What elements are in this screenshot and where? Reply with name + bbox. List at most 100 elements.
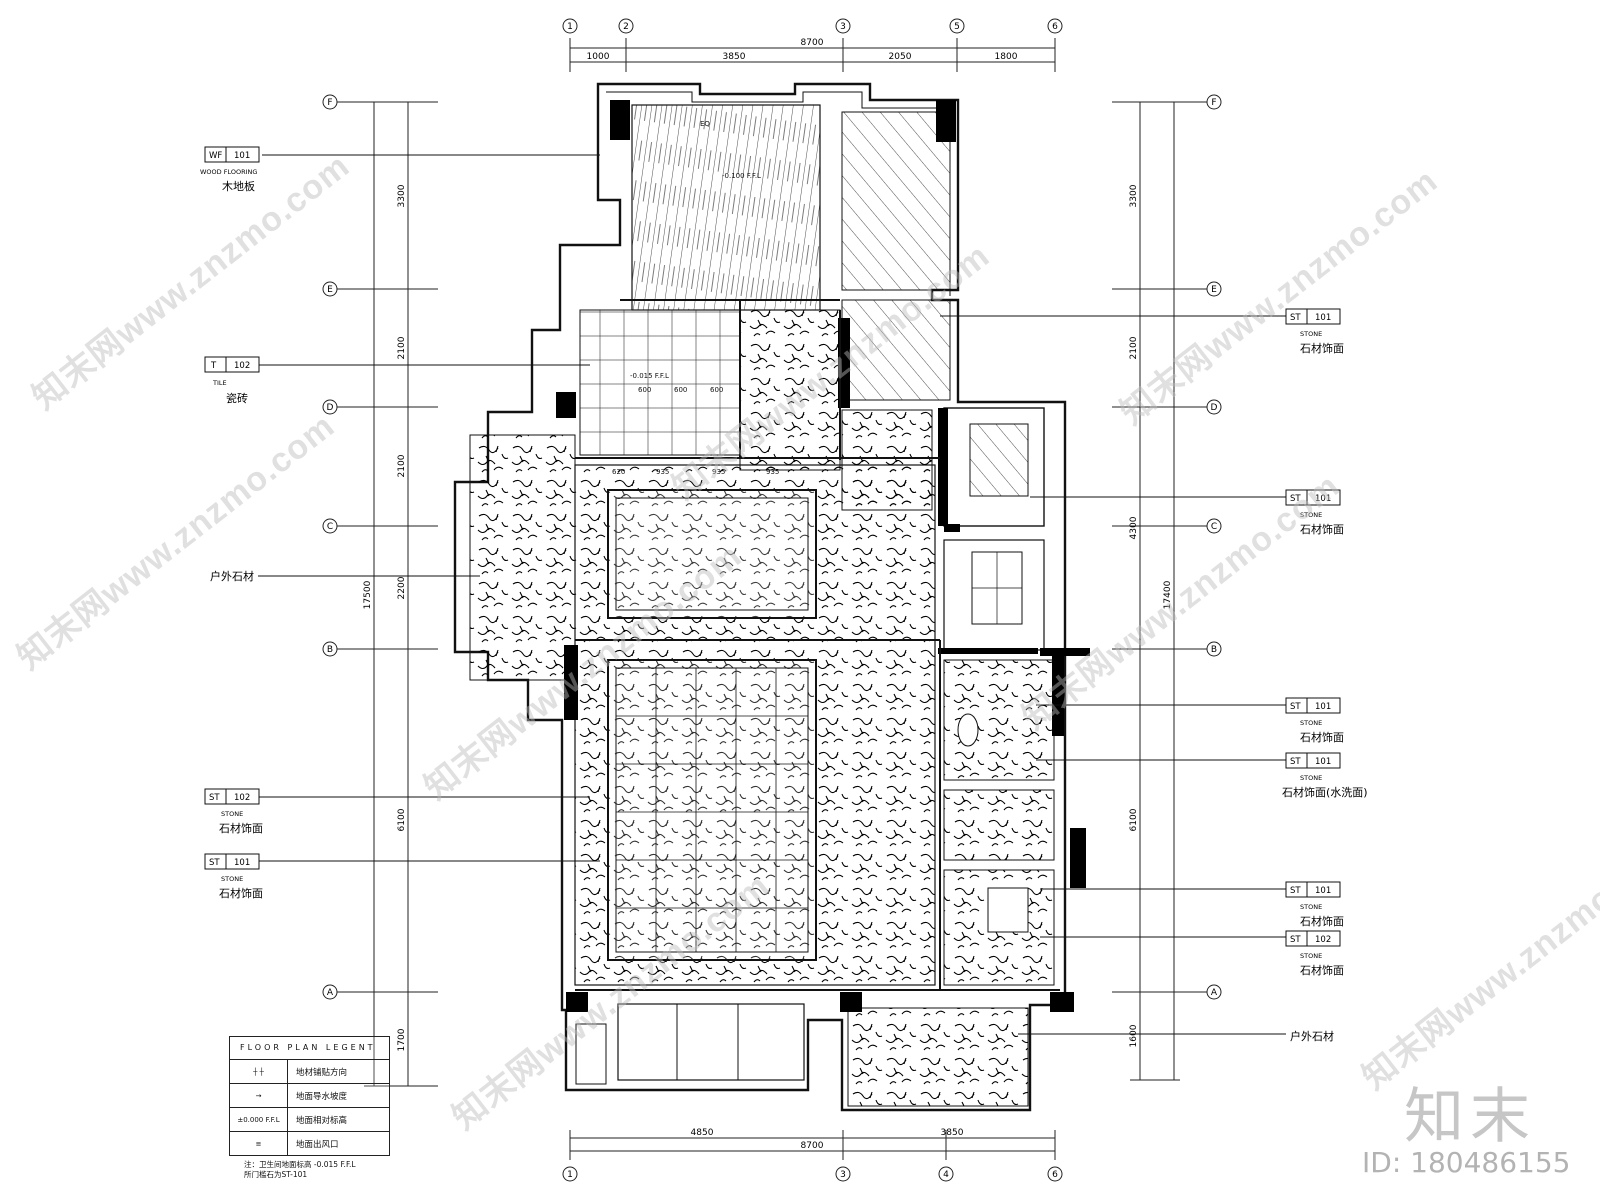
legend-title: FLOOR PLAN LEGENT <box>230 1037 389 1060</box>
legend-text-4: 地面出风口 <box>296 1139 339 1150</box>
axis-top-3: 3 <box>840 22 846 32</box>
top-dim-4: 1800 <box>995 52 1018 62</box>
axis-right-C: C <box>1211 522 1217 532</box>
axis-right-A: A <box>1211 988 1218 998</box>
right-dim-1: 3300 <box>1129 184 1139 207</box>
svg-text:STONE: STONE <box>1300 952 1322 960</box>
legend-text-1: 地材铺贴方向 <box>296 1067 348 1078</box>
floor-plan-legend: FLOOR PLAN LEGENT ┼ ┼ 地材铺贴方向 → 地面导水坡度 ±0… <box>229 1036 390 1156</box>
tile-kitchen <box>579 309 741 456</box>
axis-right-E: E <box>1211 285 1217 295</box>
svg-text:STONE: STONE <box>1300 719 1322 727</box>
top-dim-1: 1000 <box>587 52 610 62</box>
legend-symbol-2: → <box>230 1084 288 1107</box>
svg-text:101: 101 <box>1315 757 1331 767</box>
inlay-border-upper <box>607 489 817 619</box>
svg-text:石材饰面: 石材饰面 <box>1300 730 1344 744</box>
tile-dim-2: 600 <box>674 386 687 394</box>
axis-right-B: B <box>1211 645 1217 655</box>
axis-top-6: 6 <box>1052 22 1058 32</box>
axis-top-2: 2 <box>623 22 629 32</box>
stone-dim-1: 935 <box>656 468 669 476</box>
axis-left-A: A <box>327 988 334 998</box>
top-dim-2: 3850 <box>723 52 746 62</box>
callout-st102-right: ST 102 STONE 石材饰面 <box>1285 930 1344 977</box>
svg-text:瓷砖: 瓷砖 <box>226 391 248 405</box>
right-dim-5: 1600 <box>1129 1024 1139 1047</box>
svg-text:石材饰面(水洗面): 石材饰面(水洗面) <box>1282 785 1368 799</box>
axis-left-F: F <box>327 98 332 108</box>
stone-dim-3: 935 <box>766 468 779 476</box>
svg-text:101: 101 <box>234 858 250 868</box>
svg-text:ST: ST <box>1290 935 1301 945</box>
svg-text:101: 101 <box>234 151 250 161</box>
marble-hall-upper <box>739 309 841 471</box>
svg-text:STONE: STONE <box>221 810 243 818</box>
svg-text:石材饰面: 石材饰面 <box>1300 914 1344 928</box>
legend-note: 注：卫生间地面标高 -0.015 F.F.L 所门槛石为ST-101 <box>244 1160 356 1180</box>
legend-row-1: ┼ ┼ 地材铺贴方向 <box>230 1060 389 1084</box>
svg-text:TILE: TILE <box>212 379 227 387</box>
stone-edge-dim: 620 <box>612 468 625 476</box>
svg-text:102: 102 <box>234 361 250 371</box>
axis-bottom-1: 1 <box>567 1170 573 1180</box>
axis-right-F: F <box>1211 98 1216 108</box>
building-outline <box>453 82 1067 1112</box>
left-callout-leaders <box>258 154 600 862</box>
legend-text-3: 地面相对标高 <box>296 1115 348 1126</box>
axis-right-D: D <box>1211 403 1218 413</box>
legend-row-3: ±0.000 F.F.L 地面相对标高 <box>230 1108 389 1132</box>
right-dim-4: 6100 <box>1129 808 1139 831</box>
axis-top-5: 5 <box>954 22 960 32</box>
marble-hall-right <box>841 409 933 511</box>
svg-text:ST: ST <box>1290 313 1301 323</box>
svg-text:ST: ST <box>1290 494 1301 504</box>
axis-left-B: B <box>327 645 333 655</box>
svg-text:ST: ST <box>1290 757 1301 767</box>
top-dim-3: 2050 <box>889 52 912 62</box>
marble-terrace-left <box>469 434 576 681</box>
axis-top-1: 1 <box>567 22 573 32</box>
left-dim-4: 2200 <box>397 576 407 599</box>
legend-text-2: 地面导水坡度 <box>296 1091 348 1102</box>
interior-walls <box>575 299 1060 991</box>
bottom-dim-1: 4850 <box>691 1128 714 1138</box>
callout-wf101: WF 101 WOOD FLOORING 木地板 <box>200 146 260 193</box>
marble-bath-mid <box>943 789 1055 861</box>
svg-text:木地板: 木地板 <box>222 179 255 193</box>
callout-st102-left: ST 102 STONE 石材饰面 <box>204 788 263 835</box>
tile-dim-3: 600 <box>710 386 723 394</box>
marble-terrace-bottom <box>847 1007 1029 1107</box>
bath-room-upper <box>943 539 1045 651</box>
svg-text:石材饰面: 石材饰面 <box>1300 963 1344 977</box>
svg-text:STONE: STONE <box>1300 511 1322 519</box>
callout-st101-right-2: ST 101 STONE 石材饰面 <box>1285 489 1344 536</box>
hatched-room-top-right <box>841 299 951 401</box>
right-dim-3: 4300 <box>1129 516 1139 539</box>
bottom-total-dimension: 8700 <box>801 1141 824 1151</box>
structural-columns <box>556 100 1090 1012</box>
axis-bottom-4: 4 <box>943 1170 949 1180</box>
callout-st101-left: ST 101 STONE 石材饰面 <box>204 853 263 900</box>
legend-symbol-1: ┼ ┼ <box>230 1060 288 1083</box>
legend-row-4: ≡ 地面出风口 <box>230 1132 389 1155</box>
legend-symbol-4: ≡ <box>230 1132 288 1155</box>
svg-text:T: T <box>210 361 217 371</box>
bottom-dim-2: 3850 <box>941 1128 964 1138</box>
left-dim-5: 6100 <box>397 808 407 831</box>
marble-living-area <box>574 464 936 986</box>
eq-label: EQ <box>700 120 710 128</box>
callout-st101-right-5: ST 101 STONE 石材饰面 <box>1285 881 1344 928</box>
callout-st101-right-washed: ST 101 STONE 石材饰面(水洗面) <box>1282 752 1368 799</box>
stone-dim-2: 935 <box>712 468 725 476</box>
svg-text:WOOD FLOORING: WOOD FLOORING <box>200 168 257 176</box>
svg-text:STONE: STONE <box>1300 903 1322 911</box>
svg-text:STONE: STONE <box>1300 330 1322 338</box>
bottom-axis-bubbles <box>562 1166 1063 1182</box>
hatched-balcony-top <box>841 111 951 291</box>
legend-symbol-3: ±0.000 F.F.L <box>230 1108 288 1131</box>
axis-left-C: C <box>327 522 333 532</box>
inlay-border-lower <box>607 659 817 961</box>
left-axis-bubbles <box>322 94 338 1000</box>
svg-text:101: 101 <box>1315 494 1331 504</box>
